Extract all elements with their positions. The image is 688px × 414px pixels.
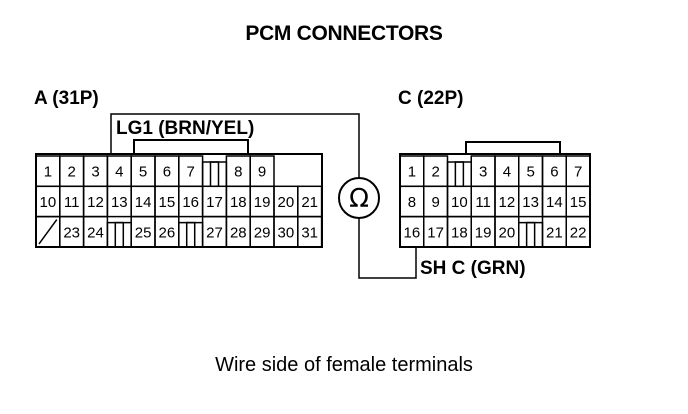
connector-c-pin-number: 3 bbox=[479, 164, 487, 181]
connector-c-pin-number: 9 bbox=[431, 194, 439, 211]
ohm-icon: Ω bbox=[349, 184, 369, 214]
connector-a-pin-cell bbox=[297, 215, 323, 248]
connector-c-pin-number: 12 bbox=[499, 194, 516, 211]
connector-a-pin-number: 27 bbox=[206, 224, 223, 241]
diagram-caption: Wire side of female terminals bbox=[215, 354, 473, 376]
connector-c-pin-number: 2 bbox=[431, 164, 439, 181]
connector-a-pin-number: 2 bbox=[68, 164, 76, 181]
connector-a-lock-tab bbox=[133, 139, 249, 155]
connector-a-key-slot bbox=[201, 161, 228, 187]
connector-a-pin-number: 14 bbox=[135, 194, 152, 211]
connector-c-pin-number: 18 bbox=[451, 224, 468, 241]
connector-c-pin-cell bbox=[565, 215, 591, 248]
connector-c-pin-number: 16 bbox=[404, 224, 421, 241]
connector-a-pin-number: 26 bbox=[159, 224, 176, 241]
connector-a-pin-number: 25 bbox=[135, 224, 152, 241]
connector-a-pin-number: 9 bbox=[258, 164, 266, 181]
connector-a-pin-number: 4 bbox=[115, 164, 123, 181]
connector-a-pin-number: 24 bbox=[87, 224, 104, 241]
connector-c-pin-number: 4 bbox=[503, 164, 511, 181]
connector-c-label: C (22P) bbox=[398, 88, 464, 109]
connector-c-pin-number: 5 bbox=[526, 164, 534, 181]
connector-c-key-notch bbox=[525, 221, 536, 248]
connector-c-pin-number: 6 bbox=[550, 164, 558, 181]
connector-a-pin-number: 13 bbox=[111, 194, 128, 211]
connector-c-pin-number: 13 bbox=[522, 194, 539, 211]
diagram-title: PCM CONNECTORS bbox=[245, 22, 443, 45]
connector-a-pin-number: 21 bbox=[301, 194, 318, 211]
connector-a-pin-number: 16 bbox=[182, 194, 199, 211]
connector-c-pin-number: 14 bbox=[546, 194, 563, 211]
connector-c-key-slot bbox=[446, 161, 472, 187]
connector-a-pin-number: 23 bbox=[63, 224, 80, 241]
connector-a-pin-number: 3 bbox=[91, 164, 99, 181]
connector-a-pin-number: 11 bbox=[64, 194, 80, 211]
connector-a-blank-pin bbox=[38, 219, 58, 245]
ohmmeter-circle bbox=[338, 177, 380, 219]
connector-a-key-notch bbox=[185, 221, 196, 248]
connector-c-lock-tab bbox=[465, 141, 561, 155]
connector-a-key-notch bbox=[209, 161, 220, 188]
connector-c-pin-number: 7 bbox=[574, 164, 582, 181]
wire-a-label: LG1 (BRN/YEL) bbox=[116, 118, 255, 139]
connector-a-pin-number: 10 bbox=[40, 194, 57, 211]
connector-c-pin-number: 15 bbox=[570, 194, 587, 211]
wire-c-label: SH C (GRN) bbox=[420, 258, 526, 279]
connector-a-pin-number: 30 bbox=[278, 224, 295, 241]
connector-c-pin-number: 22 bbox=[570, 224, 587, 241]
connector-a-pin-number: 17 bbox=[206, 194, 223, 211]
connector-a-pin-number: 20 bbox=[278, 194, 295, 211]
connector-c-pin-number: 19 bbox=[475, 224, 492, 241]
connector-a-pin-number: 6 bbox=[163, 164, 171, 181]
connector-a-key-notch bbox=[114, 221, 125, 248]
connector-c-pin-number: 21 bbox=[546, 224, 563, 241]
connector-c-pin-number: 8 bbox=[408, 194, 416, 211]
connector-a-pin-number: 19 bbox=[254, 194, 271, 211]
connector-c-pin-number: 1 bbox=[408, 164, 416, 181]
connector-a-pin-number: 8 bbox=[234, 164, 242, 181]
connector-c-pin-number: 20 bbox=[499, 224, 516, 241]
wire-a-lead bbox=[110, 113, 360, 178]
connector-c-pin-number: 11 bbox=[475, 194, 491, 211]
connector-a-pin-number: 15 bbox=[159, 194, 176, 211]
wire-c-lead bbox=[358, 218, 417, 279]
connector-a-pin-number: 29 bbox=[254, 224, 271, 241]
connector-c-key-notch bbox=[454, 161, 465, 188]
connector-c-pin-number: 10 bbox=[451, 194, 468, 211]
connector-a-key-slot bbox=[106, 221, 132, 247]
connector-a-pin-number: 31 bbox=[301, 224, 318, 241]
connector-a-pin-number: 7 bbox=[187, 164, 195, 181]
connector-a-label: A (31P) bbox=[34, 88, 99, 109]
connector-a-pin-number: 28 bbox=[230, 224, 247, 241]
connector-a-pin-number: 5 bbox=[139, 164, 147, 181]
connector-a-pin-number: 12 bbox=[87, 194, 104, 211]
connector-a-pin-number: 18 bbox=[230, 194, 247, 211]
connector-c-pin-number: 17 bbox=[427, 224, 444, 241]
connector-a-pin-number: 1 bbox=[44, 164, 52, 181]
connector-c-key-slot bbox=[518, 221, 544, 247]
connector-a-key-slot bbox=[178, 221, 204, 247]
